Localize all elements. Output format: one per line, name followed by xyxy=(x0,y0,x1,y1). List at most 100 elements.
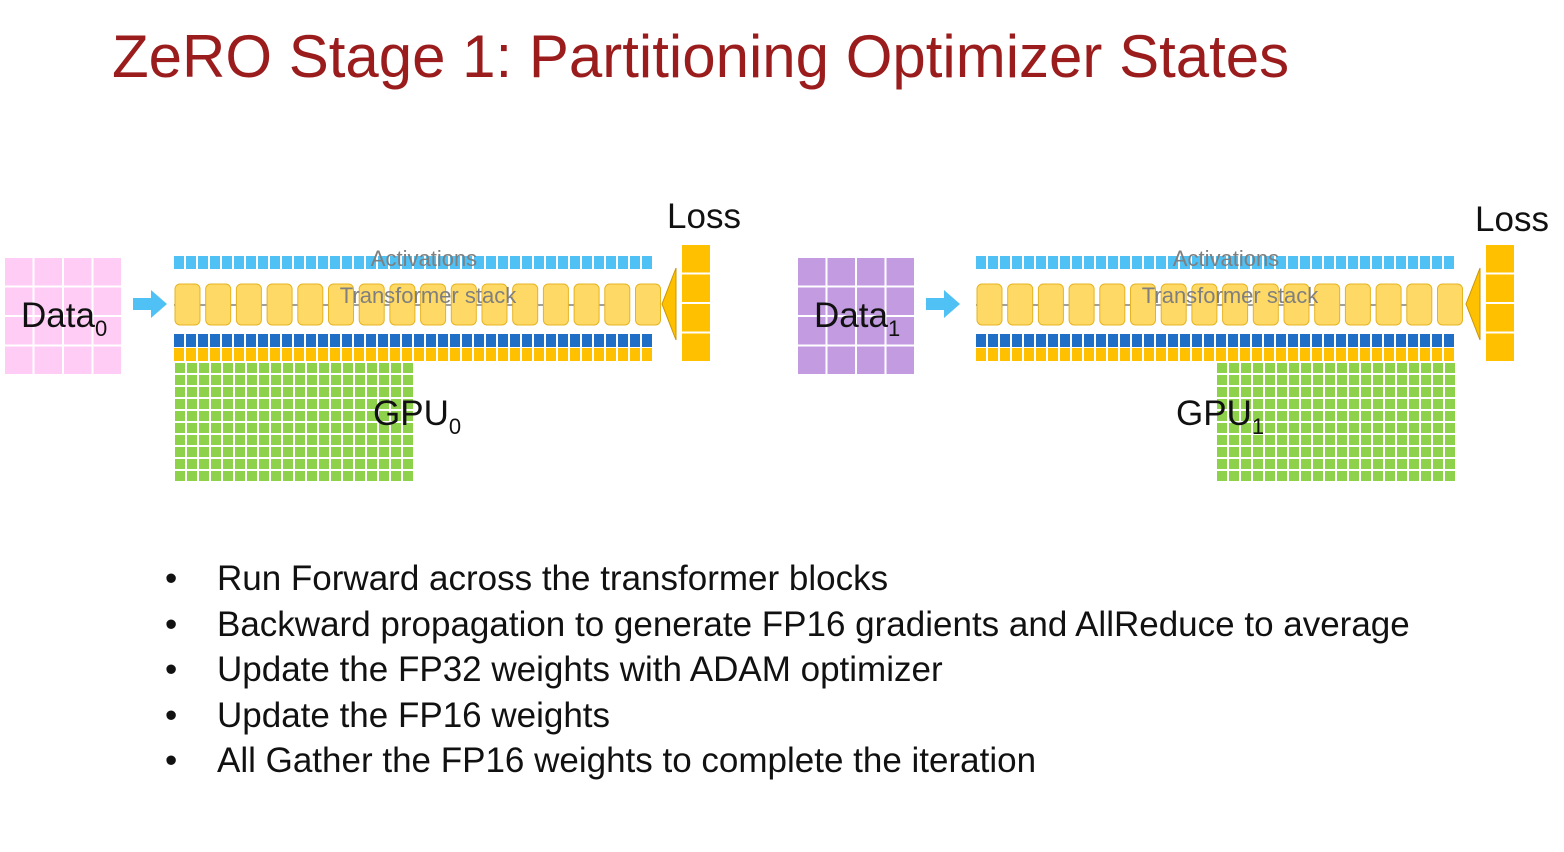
fp16-grad-cell xyxy=(1168,348,1178,361)
transformer-block xyxy=(1344,283,1371,326)
optimizer-state-cell xyxy=(1373,411,1383,421)
optimizer-state-cell xyxy=(1325,459,1335,469)
activation-cell xyxy=(606,256,616,269)
optimizer-state-cell xyxy=(1397,459,1407,469)
optimizer-state-cell xyxy=(1265,459,1275,469)
optimizer-state-cell xyxy=(187,459,197,469)
optimizer-state-cell xyxy=(1337,387,1347,397)
fp16-grad-cell xyxy=(522,348,532,361)
optimizer-state-cell xyxy=(1217,423,1227,433)
fp16-grad-cell xyxy=(1120,348,1130,361)
optimizer-state-cell xyxy=(1361,423,1371,433)
optimizer-state-cell xyxy=(1301,423,1311,433)
optimizer-state-cell xyxy=(1265,399,1275,409)
fp16-param-cell xyxy=(1420,334,1430,347)
activation-cell xyxy=(414,256,424,269)
optimizer-state-cell xyxy=(391,471,401,481)
gpu-label: GPU0 xyxy=(373,394,461,439)
activation-cell xyxy=(1432,256,1442,269)
optimizer-state-cell xyxy=(199,435,209,445)
activation-cell xyxy=(618,256,628,269)
optimizer-state-cell xyxy=(1409,471,1419,481)
optimizer-state-cell xyxy=(187,399,197,409)
optimizer-state-cell xyxy=(1373,399,1383,409)
fp16-grad-cell xyxy=(402,348,412,361)
optimizer-state-cell xyxy=(1349,387,1359,397)
optimizer-state-cell xyxy=(379,459,389,469)
optimizer-state-cell xyxy=(247,459,257,469)
optimizer-state-cell xyxy=(235,363,245,373)
fp16-grad-cell xyxy=(426,348,436,361)
fp16-grad-cell xyxy=(618,348,628,361)
fp16-param-cell xyxy=(594,334,604,347)
optimizer-state-cell xyxy=(403,363,413,373)
activation-cell xyxy=(282,256,292,269)
activation-cell xyxy=(1360,256,1370,269)
optimizer-state-cell xyxy=(403,435,413,445)
optimizer-state-cell xyxy=(307,399,317,409)
optimizer-state-cell xyxy=(403,459,413,469)
loss-label: Loss xyxy=(1475,200,1549,239)
optimizer-state-cell xyxy=(1217,459,1227,469)
data-cell xyxy=(798,346,826,374)
optimizer-state-cell xyxy=(1277,363,1287,373)
fp16-grad-cell xyxy=(462,348,472,361)
optimizer-state-cell xyxy=(283,423,293,433)
fp16-param-cell xyxy=(330,334,340,347)
fp16-param-cell xyxy=(582,334,592,347)
optimizer-state-cell xyxy=(331,375,341,385)
fp16-grad-cell xyxy=(1096,348,1106,361)
optimizer-state-cell xyxy=(1253,363,1263,373)
data-cell xyxy=(93,287,121,315)
optimizer-state-cell xyxy=(235,399,245,409)
optimizer-state-cell xyxy=(1433,399,1443,409)
optimizer-state-cell xyxy=(223,459,233,469)
optimizer-state-cell xyxy=(199,387,209,397)
optimizer-state-cell xyxy=(1229,435,1239,445)
fp16-grad-cell xyxy=(270,348,280,361)
optimizer-state-cell xyxy=(223,375,233,385)
optimizer-state-cell xyxy=(307,423,317,433)
data-cell xyxy=(5,317,33,345)
optimizer-state-cell xyxy=(1409,375,1419,385)
optimizer-state-cell xyxy=(331,399,341,409)
data-cell xyxy=(798,258,826,286)
optimizer-state-cell xyxy=(1397,423,1407,433)
optimizer-state-cell xyxy=(331,387,341,397)
optimizer-state-cell xyxy=(331,459,341,469)
optimizer-state-cell xyxy=(175,459,185,469)
optimizer-state-cell xyxy=(271,447,281,457)
optimizer-state-cell xyxy=(331,447,341,457)
optimizer-state-cell xyxy=(175,399,185,409)
optimizer-state-cell xyxy=(1433,363,1443,373)
fp16-param-cell xyxy=(234,334,244,347)
activation-cell xyxy=(1288,256,1298,269)
fp16-param-cell xyxy=(174,334,184,347)
optimizer-state-cell xyxy=(223,363,233,373)
optimizer-state-cell xyxy=(1265,435,1275,445)
optimizer-state-cell xyxy=(1337,471,1347,481)
optimizer-state-cell xyxy=(259,459,269,469)
fp16-grad-cell xyxy=(1024,348,1034,361)
optimizer-state-cell xyxy=(1229,375,1239,385)
optimizer-state-cell xyxy=(1229,471,1239,481)
optimizer-state-cell xyxy=(1385,399,1395,409)
optimizer-state-cell xyxy=(1229,387,1239,397)
transformer-block xyxy=(1283,283,1310,326)
fp16-param-cell xyxy=(1060,334,1070,347)
fp16-param-cell xyxy=(988,334,998,347)
optimizer-state-cell xyxy=(379,435,389,445)
activation-cell xyxy=(498,256,508,269)
fp16-grad-cell xyxy=(1180,348,1190,361)
fp16-grad-cell xyxy=(1048,348,1058,361)
fp16-grad-cell xyxy=(1108,348,1118,361)
optimizer-state-cell xyxy=(1361,363,1371,373)
fp16-param-cell xyxy=(570,334,580,347)
optimizer-state-cell xyxy=(1265,423,1275,433)
optimizer-state-cell xyxy=(1217,435,1227,445)
activation-cell xyxy=(1132,256,1142,269)
optimizer-state-cell xyxy=(1217,363,1227,373)
activation-cell xyxy=(1336,256,1346,269)
optimizer-state-cell xyxy=(1253,459,1263,469)
transformer-block xyxy=(266,283,293,326)
